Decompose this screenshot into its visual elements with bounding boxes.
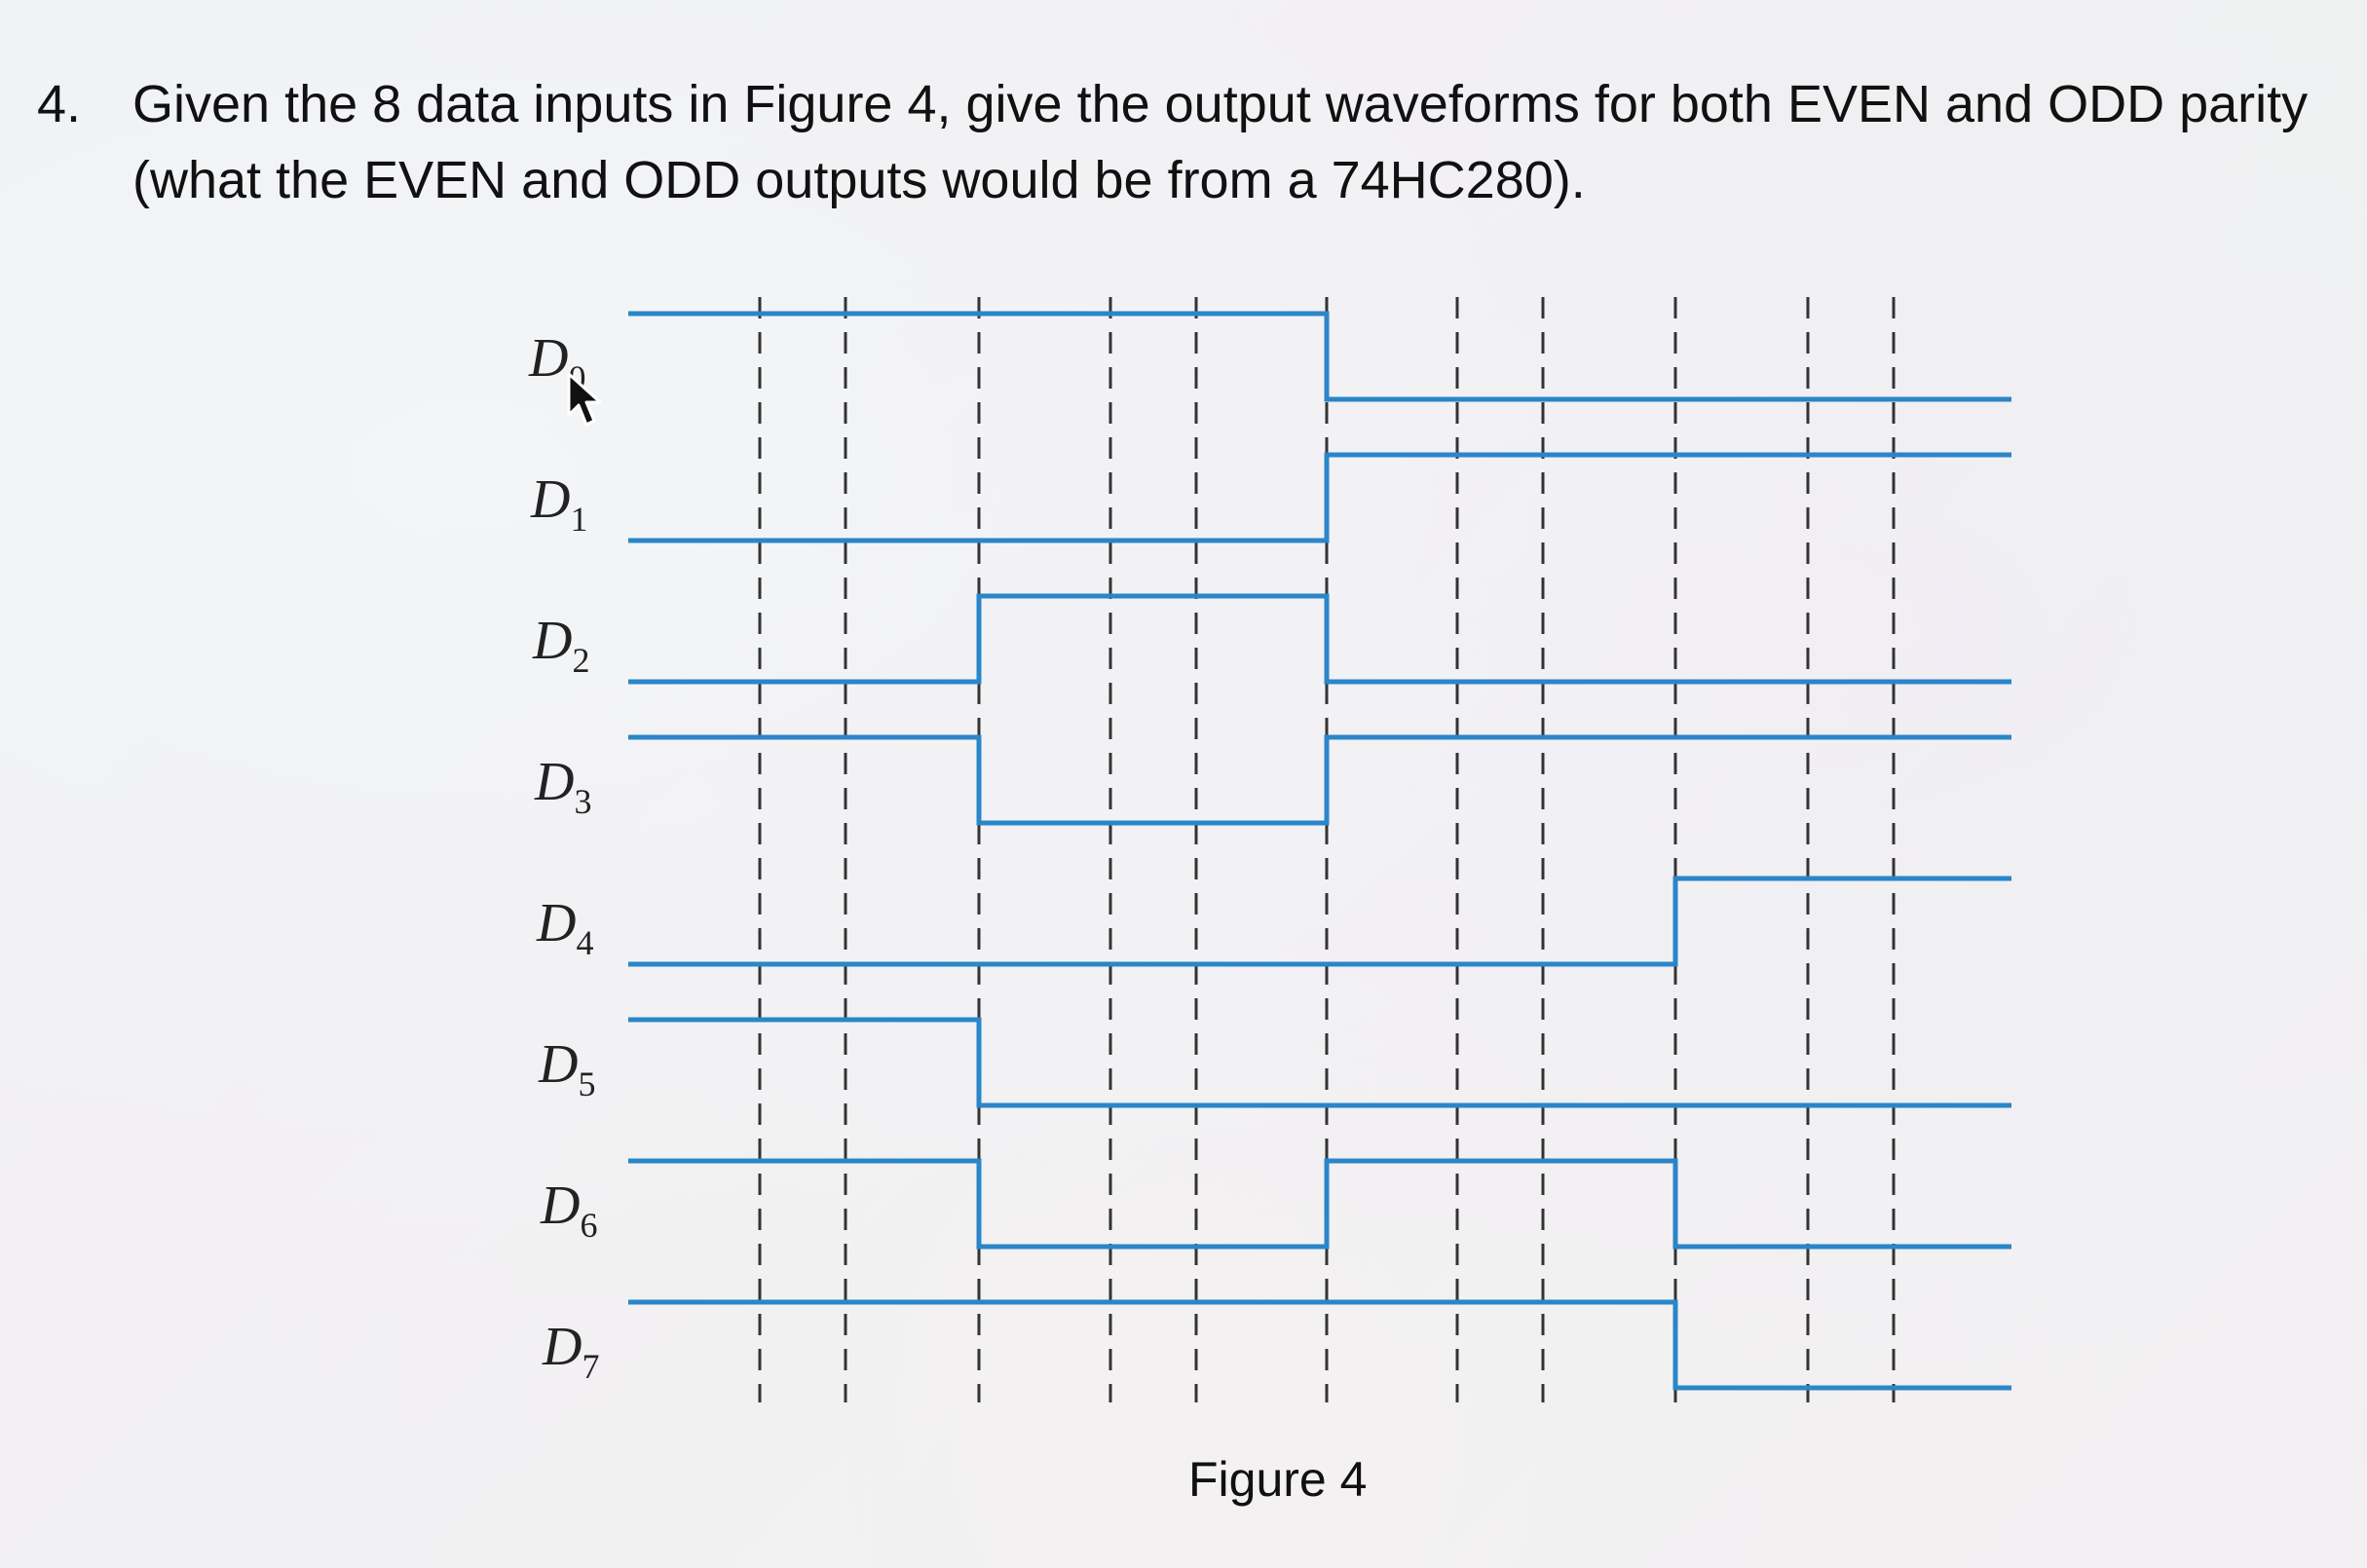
- waveform-d7: [628, 1299, 2011, 1391]
- signal-label-d3: D3: [535, 751, 591, 822]
- waveform-d6: [628, 1158, 2011, 1250]
- signal-label-subscript: 2: [572, 641, 590, 680]
- figure-caption: Figure 4: [1188, 1452, 1368, 1507]
- signal-label-d7: D7: [543, 1316, 599, 1387]
- question-line-2: (what the EVEN and ODD outputs would be …: [132, 151, 1586, 209]
- signal-label-d6: D6: [541, 1175, 597, 1246]
- signal-label-d1: D1: [531, 468, 587, 540]
- signal-label-name: D: [543, 1317, 582, 1377]
- signal-label-name: D: [533, 611, 573, 671]
- signal-label-d4: D4: [537, 892, 593, 963]
- signal-label-subscript: 6: [580, 1206, 598, 1245]
- waveform-d4: [628, 876, 2011, 967]
- signal-label-subscript: 7: [582, 1347, 600, 1386]
- question-number: 4.: [37, 75, 82, 133]
- mouse-cursor-icon: [567, 372, 602, 427]
- signal-label-name: D: [537, 893, 577, 953]
- signal-label-subscript: 3: [574, 782, 592, 821]
- signal-label-subscript: 5: [578, 1064, 596, 1103]
- signal-label-name: D: [531, 469, 571, 530]
- waveform-d0: [628, 311, 2011, 402]
- waveform-d5: [628, 1017, 2011, 1108]
- signal-label-name: D: [541, 1176, 581, 1236]
- signal-label-subscript: 1: [570, 500, 588, 539]
- waveform-d2: [628, 593, 2011, 685]
- signal-label-name: D: [529, 328, 569, 389]
- signal-label-d5: D5: [539, 1033, 595, 1104]
- waveform-d3: [628, 734, 2011, 826]
- signal-label-name: D: [535, 752, 575, 812]
- waveform-d1: [628, 452, 2011, 543]
- signal-label-name: D: [539, 1034, 579, 1095]
- question-text: Given the 8 data inputs in Figure 4, giv…: [132, 66, 2363, 218]
- signal-label-subscript: 4: [576, 923, 594, 962]
- question-line-1: Given the 8 data inputs in Figure 4, giv…: [132, 75, 2309, 133]
- signal-label-d2: D2: [533, 610, 589, 681]
